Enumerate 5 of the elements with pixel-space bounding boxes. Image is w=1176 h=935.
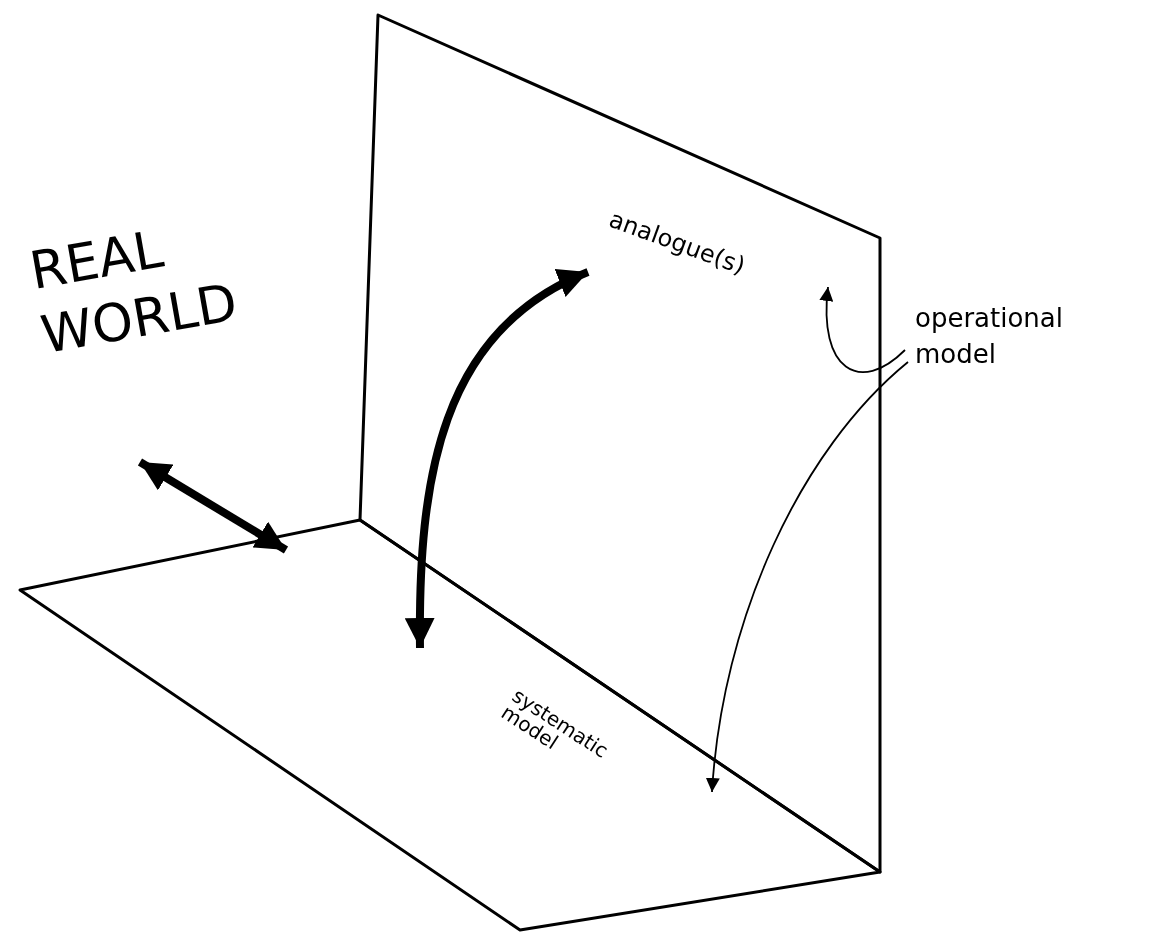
leader-arrow — [706, 361, 909, 793]
annotation-text: operational model — [915, 302, 1064, 372]
leader-arrow — [820, 286, 906, 373]
heading-text: REAL WORLD — [25, 217, 243, 368]
double-arrow — [137, 458, 289, 554]
